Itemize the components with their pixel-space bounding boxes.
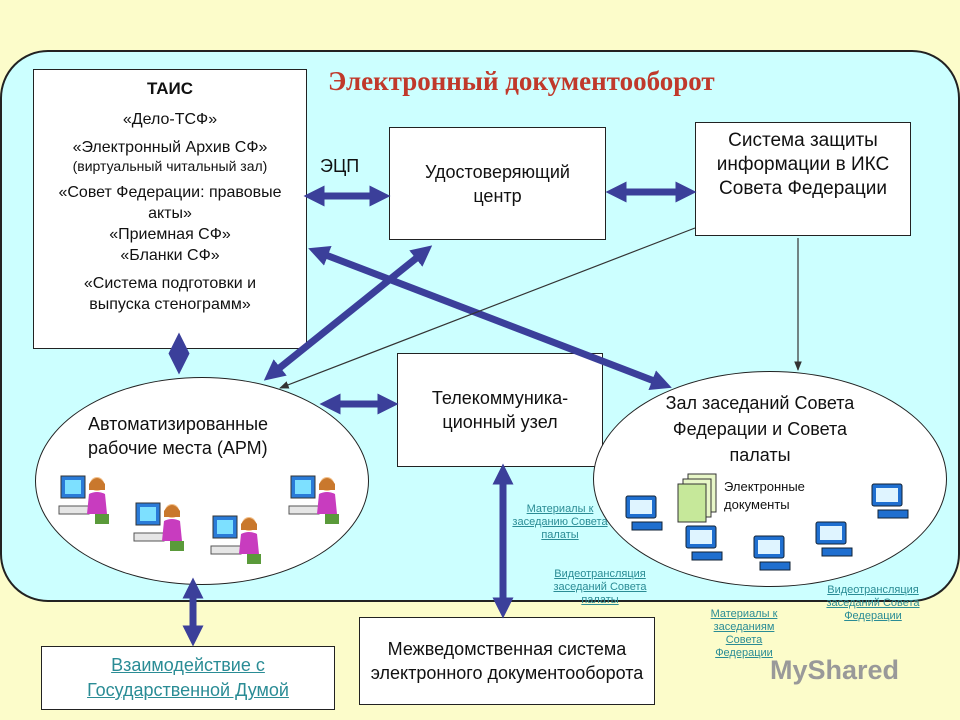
myshared-watermark: MyShared	[770, 655, 900, 685]
tais-item-blanks: «Бланки СФ»	[120, 247, 220, 264]
computer-icon	[753, 535, 791, 571]
arm-label: Автоматизированные рабочие места (АРМ)	[88, 414, 269, 458]
video-federation-link[interactable]: Видеотрансляция заседаний Совета Федерац…	[826, 584, 920, 622]
workstation-operator-icon	[58, 475, 109, 524]
computer-icon	[815, 521, 853, 557]
tais-item-reception: «Приемная СФ»	[109, 226, 231, 243]
certification-center-box: Удостоверяющий центр	[389, 127, 606, 240]
security-system-label: Система защиты информации в ИКС Совета Ф…	[716, 130, 890, 199]
duma-box[interactable]: Взаимодействие с Государственной Думой	[41, 646, 335, 710]
duma-link[interactable]: Взаимодействие с Государственной Думой	[87, 655, 289, 700]
computer-icon	[685, 525, 723, 561]
session-hall-label: Зал заседаний Совета Федерации и Совета …	[665, 393, 855, 465]
interagency-label: Межведомственная система электронного до…	[370, 639, 644, 683]
tais-item-delo: «Дело-ТСФ»	[122, 111, 218, 128]
video-chamber-link[interactable]: Видеотрансляция заседаний Совета палаты	[553, 568, 647, 606]
workstation-operator-icon	[210, 515, 261, 564]
tais-heading: ТАИС	[146, 79, 194, 98]
telecom-node-box: Телекоммуника-ционный узел	[397, 353, 603, 467]
computer-icon	[625, 495, 663, 531]
diagram-title: Электронный документооборот	[328, 66, 715, 96]
tais-item-archive-sub: (виртуальный читальный зал)	[72, 158, 268, 174]
security-system-box: Система защиты информации в ИКС Совета Ф…	[695, 122, 911, 236]
workstation-operator-icon	[133, 502, 184, 551]
computer-icon	[871, 483, 909, 519]
tais-item-archive: «Электронный Архив СФ»	[72, 139, 268, 156]
tais-item-legal-acts: «Совет Федерации: правовые акты»	[58, 184, 282, 222]
tais-box: ТАИС «Дело-ТСФ» «Электронный Архив СФ» (…	[33, 69, 307, 349]
workstation-operator-icon	[288, 475, 339, 524]
materials-federation-link[interactable]: Материалы к заседаниям Совета Федерации	[710, 608, 778, 659]
interagency-box: Межведомственная система электронного до…	[359, 617, 655, 705]
telecom-node-label: Телекоммуника-ционный узел	[431, 388, 569, 432]
session-hall-ellipse	[593, 371, 947, 587]
tais-item-transcripts: «Система подготовки и выпуска стенограмм…	[83, 275, 257, 313]
electronic-docs-text: Электронные документы	[724, 479, 805, 512]
ecp-label: ЭЦП	[320, 156, 360, 176]
materials-chamber-link[interactable]: Материалы к заседанию Совета палаты	[512, 503, 608, 541]
documents-stack-icon	[677, 473, 717, 523]
electronic-docs-label: Электронные документы	[724, 478, 844, 514]
certification-center-label: Удостоверяющий центр	[425, 161, 570, 206]
